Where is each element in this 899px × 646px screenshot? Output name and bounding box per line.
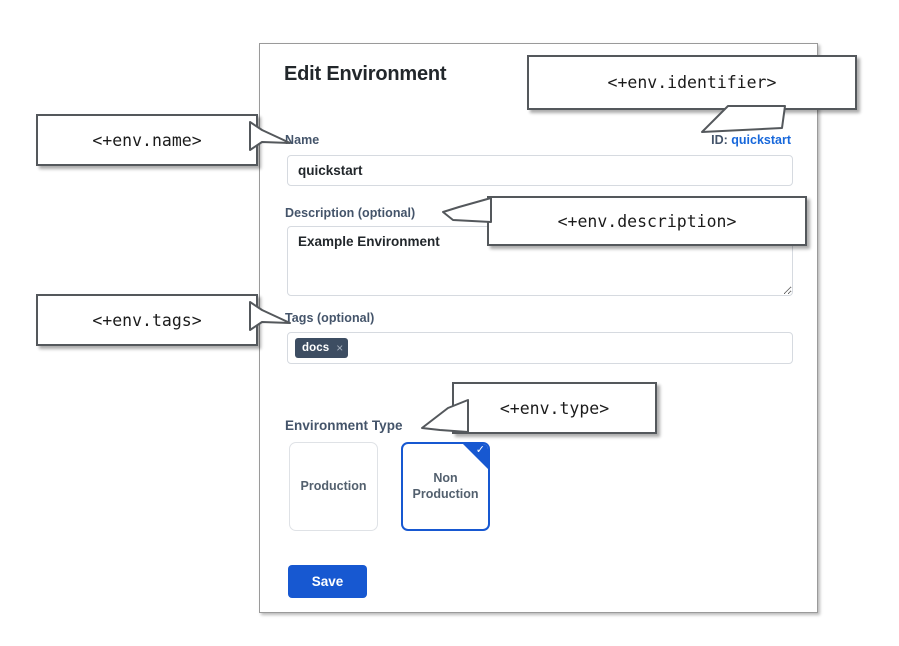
- page-title: Edit Environment: [284, 63, 447, 85]
- callout-env-tags: <+env.tags>: [36, 294, 258, 346]
- save-button[interactable]: Save: [288, 565, 367, 598]
- callout-env-name: <+env.name>: [36, 114, 258, 166]
- callout-tail-env-tags: [249, 301, 298, 332]
- callout-tail-env-identifier: [650, 105, 790, 140]
- tag-chip-label: docs: [302, 342, 330, 354]
- environment-type-option-non-production[interactable]: ✓ Non Production: [401, 442, 490, 531]
- environment-type-option-production[interactable]: Production: [289, 442, 378, 531]
- callout-text: <+env.tags>: [92, 310, 202, 330]
- tags-input[interactable]: docs ×: [287, 332, 793, 364]
- environment-type-option-label: Non Production: [413, 471, 479, 502]
- check-icon: ✓: [475, 444, 485, 456]
- environment-id-value[interactable]: quickstart: [731, 133, 791, 147]
- tag-chip-docs[interactable]: docs ×: [295, 338, 349, 358]
- tags-label: Tags (optional): [285, 311, 375, 325]
- name-input[interactable]: [287, 155, 793, 186]
- close-icon[interactable]: ×: [336, 341, 344, 355]
- callout-text: <+env.type>: [499, 398, 610, 418]
- callout-text: <+env.description>: [557, 211, 737, 231]
- name-label: Name: [285, 133, 320, 147]
- environment-type-option-label-line2: Production: [412, 486, 479, 501]
- environment-type-option-label: Production: [300, 478, 367, 493]
- callout-text: <+env.identifier>: [607, 73, 777, 92]
- environment-type-option-label-line1: Non: [433, 470, 458, 485]
- callout-tail-env-description: [437, 197, 497, 230]
- callout-text: <+env.name>: [92, 130, 202, 150]
- environment-id-line: ID: quickstart: [711, 133, 791, 147]
- callout-env-description: <+env.description>: [487, 196, 807, 246]
- callout-tail-env-type: [414, 399, 474, 440]
- description-label: Description (optional): [285, 206, 416, 220]
- environment-type-label: Environment Type: [285, 418, 403, 433]
- selected-corner-indicator: [462, 444, 488, 470]
- edit-environment-panel: Edit Environment Name ID: quickstart Des…: [259, 43, 818, 613]
- environment-id-prefix: ID:: [711, 133, 732, 147]
- callout-tail-env-name: [249, 121, 298, 152]
- callout-env-identifier: <+env.identifier>: [527, 55, 857, 110]
- callout-env-type: <+env.type>: [452, 382, 657, 434]
